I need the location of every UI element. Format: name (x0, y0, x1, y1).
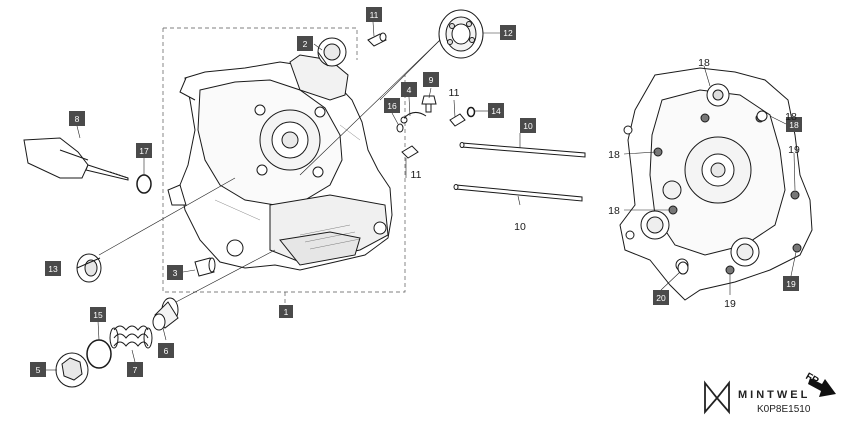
callout-19-right[interactable]: 19 (783, 276, 799, 291)
callout-18-right[interactable]: 18 (786, 117, 802, 132)
svg-text:12: 12 (503, 28, 513, 38)
oil-dipstick (23, 137, 129, 181)
callout-20[interactable]: 20 (653, 290, 669, 305)
o-ring-17 (136, 174, 152, 194)
leader-lines (45, 21, 797, 371)
oil-strainer (152, 297, 179, 331)
collar (194, 257, 216, 277)
svg-text:2: 2 (303, 39, 308, 49)
mintwel-logo-icon (704, 380, 730, 415)
svg-text:6: 6 (164, 346, 169, 356)
svg-text:17: 17 (139, 146, 149, 156)
bolt-18-right (756, 110, 768, 122)
label-11-low: 11 (411, 169, 422, 181)
brand-name: MINTWEL (738, 389, 810, 401)
callout-15[interactable]: 15 (90, 307, 106, 322)
dowel-20 (677, 261, 689, 275)
long-stud-lower (453, 184, 583, 202)
callout-14[interactable]: 14 (488, 103, 504, 118)
svg-text:18: 18 (789, 120, 799, 130)
dowel-pin-top (367, 32, 387, 47)
diagram-code: K0P8E1510 (757, 404, 811, 415)
svg-text:20: 20 (656, 293, 666, 303)
oil-seal-13 (76, 253, 102, 283)
svg-text:15: 15 (93, 310, 103, 320)
oil-seal (317, 37, 347, 67)
callout-2[interactable]: 2 (297, 36, 313, 51)
callout-11-top[interactable]: 11 (366, 7, 382, 22)
callout-16[interactable]: 16 (384, 98, 400, 113)
svg-text:13: 13 (48, 264, 58, 274)
spring (109, 325, 153, 349)
callout-9[interactable]: 9 (423, 72, 439, 87)
label-18-left: 18 (608, 149, 620, 161)
left-crankcase (167, 54, 393, 271)
callout-3[interactable]: 3 (167, 265, 183, 280)
callout-1[interactable]: 1 (279, 305, 293, 318)
label-18-lower: 18 (608, 205, 620, 217)
svg-text:11: 11 (370, 10, 379, 20)
dowel-pin-mid (401, 113, 466, 159)
svg-text:9: 9 (429, 75, 434, 85)
long-stud-upper (459, 142, 586, 158)
svg-text:4: 4 (407, 85, 412, 95)
svg-text:8: 8 (75, 114, 80, 124)
svg-text:16: 16 (387, 101, 397, 111)
callout-13[interactable]: 13 (45, 261, 61, 276)
svg-text:1: 1 (284, 307, 289, 317)
svg-text:19: 19 (786, 279, 796, 289)
label-11-mid: 11 (449, 87, 460, 99)
callout-17[interactable]: 17 (136, 143, 152, 158)
callout-10[interactable]: 10 (520, 118, 536, 133)
front-arrow-icon (808, 378, 836, 397)
right-crankcase (619, 67, 813, 301)
callout-8[interactable]: 8 (69, 111, 85, 126)
svg-text:14: 14 (491, 106, 501, 116)
label-19-bottom: 19 (724, 298, 736, 310)
assembly-outline (162, 27, 406, 305)
callout-7[interactable]: 7 (127, 362, 143, 377)
label-10-low: 10 (514, 221, 526, 233)
callout-5[interactable]: 5 (30, 362, 46, 377)
bolt-small (421, 95, 437, 113)
o-ring-14 (466, 106, 476, 118)
o-ring-15 (86, 339, 112, 369)
callout-6[interactable]: 6 (158, 343, 174, 358)
washer-16 (396, 123, 404, 133)
callout-4[interactable]: 4 (401, 82, 417, 97)
label-18-right: 18 (785, 111, 797, 123)
label-18-top: 18 (698, 57, 710, 69)
callout-12[interactable]: 12 (500, 25, 516, 40)
svg-text:3: 3 (173, 268, 178, 278)
clip (400, 112, 427, 124)
svg-text:5: 5 (36, 365, 41, 375)
svg-text:10: 10 (523, 121, 533, 131)
drain-plug (55, 352, 89, 388)
svg-text:7: 7 (133, 365, 138, 375)
bearing (438, 9, 484, 59)
label-19-right: 19 (788, 144, 800, 156)
